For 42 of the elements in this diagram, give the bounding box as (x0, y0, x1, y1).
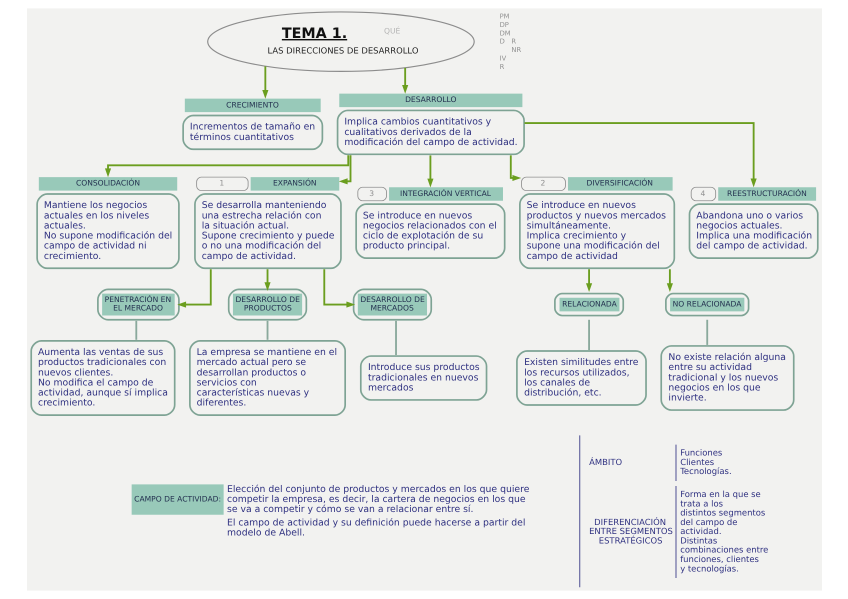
arrow (586, 269, 592, 292)
node-box: Introduce sus productos tradicionales en nuevos mercados (359, 355, 487, 401)
label: Forma en la que se trata a los distintos segmentos del campo de actividad. (680, 488, 765, 536)
connector (706, 320, 708, 345)
node-box: PENETRACIÓN EN EL MERCADO (96, 288, 180, 321)
label: Clientes (680, 456, 714, 467)
node-label: 4 (700, 188, 705, 198)
node-box: DESARROLLO DE PRODUCTOS (227, 288, 307, 321)
arrow (338, 155, 351, 184)
label: Funciones (680, 448, 722, 458)
node-box: Existen similitudes entre los recursos utilizados, los canales de distribución, etc. (516, 350, 646, 406)
connector (134, 320, 137, 340)
arrow (509, 155, 521, 182)
node-box: Aumenta las ventas de sus productos tradicionales con nuevos clientes. No modifica el campo de actividad, aunque sí implica crecimiento. (30, 340, 176, 416)
node-box: La empresa se mantiene en el mercado actual pero se desarrollan productos o servicios con características nuevas y diferentes. (188, 340, 346, 416)
connector (394, 320, 396, 356)
arrow (402, 68, 408, 94)
label: El campo de actividad y su definición puede hacerse a partir del modelo de Abell. (226, 518, 525, 539)
connector (588, 320, 590, 350)
node-box: DESARROLLO DE MERCADOS (352, 288, 432, 321)
arrow (322, 269, 355, 308)
arrow (176, 269, 212, 308)
node-box: NO RELACIONADA (664, 292, 749, 316)
arrow (104, 155, 349, 178)
label: DIFERENCIACIÓN ENTRE SEGMENTOS ESTRATÉGICOS (588, 516, 672, 546)
node-box: RELACIONADA (554, 292, 624, 316)
node-label: 2 (540, 178, 545, 188)
label: ÁMBITO (588, 456, 622, 467)
arrow (426, 155, 433, 188)
arrow (262, 66, 268, 99)
node-label: 1 (218, 178, 224, 188)
connector (266, 320, 268, 340)
label: CAMPO DE ACTIVIDAD: (134, 494, 221, 504)
arrow (666, 269, 672, 292)
label: Tecnologías. (680, 466, 732, 476)
node-label: 3 (368, 188, 374, 198)
node-box: No existe relación alguna entre su actividad tradicional y los nuevos negocios en los que invierte. (660, 345, 794, 411)
label: Distintas combinaciones entre funciones, clientes y tecnologías. (680, 535, 768, 574)
arrow (524, 122, 756, 188)
node-ellipse: TEMA 1. QUÉ LAS DIRECCIONES DE DESARROLLO (206, 11, 474, 72)
arrow (264, 269, 270, 291)
label: Elección del conjunto de productos y mercados en los que quiere competir la empresa, es decir, la cartera de negocios en los que se va a competir y cómo se van a relacionar entre sí. (226, 484, 529, 516)
